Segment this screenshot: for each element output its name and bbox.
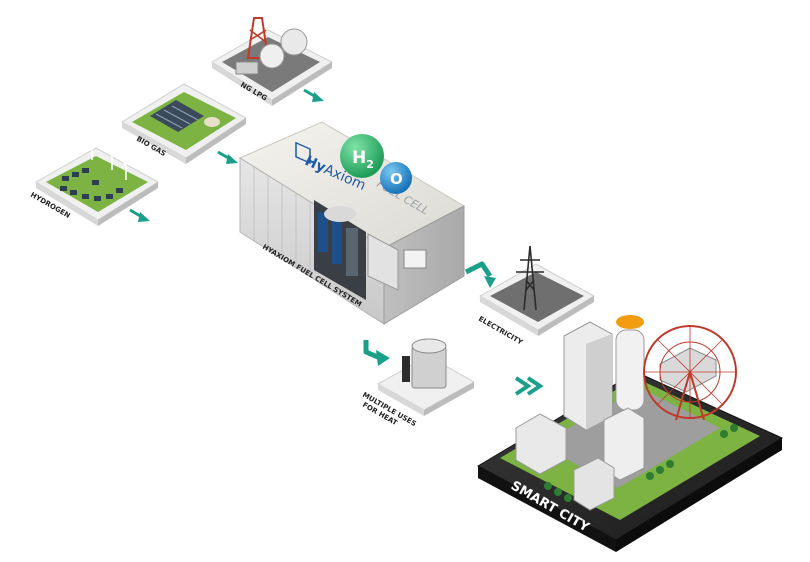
arrow-ng-lpg <box>303 88 324 102</box>
h2-bubble <box>340 134 384 178</box>
arrow-electricity <box>464 261 496 288</box>
input-arrows <box>129 88 324 222</box>
h2-label: H2 <box>352 148 374 171</box>
heat-tile: MULTIPLE USES FOR HEAT <box>361 338 476 428</box>
ferris-wheel <box>643 325 737 421</box>
smart-city-tablet: SMART CITY <box>476 315 784 552</box>
fuel-cell-container: HyAxiom FUEL CELL HYAXIOM FUEL CELL SYST… <box>238 121 466 325</box>
o-bubble <box>380 162 412 194</box>
o-label: O <box>390 170 403 188</box>
arrow-hydrogen <box>129 208 150 222</box>
water-molecule: H2 O <box>340 134 412 194</box>
ng-lpg-tile: NG LPG <box>211 17 334 106</box>
arrow-smart-city <box>514 376 544 396</box>
hydrogen-tile: HYDROGEN <box>29 121 159 226</box>
arrow-bio-gas <box>217 150 238 164</box>
arrow-heat <box>363 340 390 366</box>
bio-gas-tile: BIO GAS <box>121 83 247 164</box>
city-buildings <box>515 315 717 511</box>
